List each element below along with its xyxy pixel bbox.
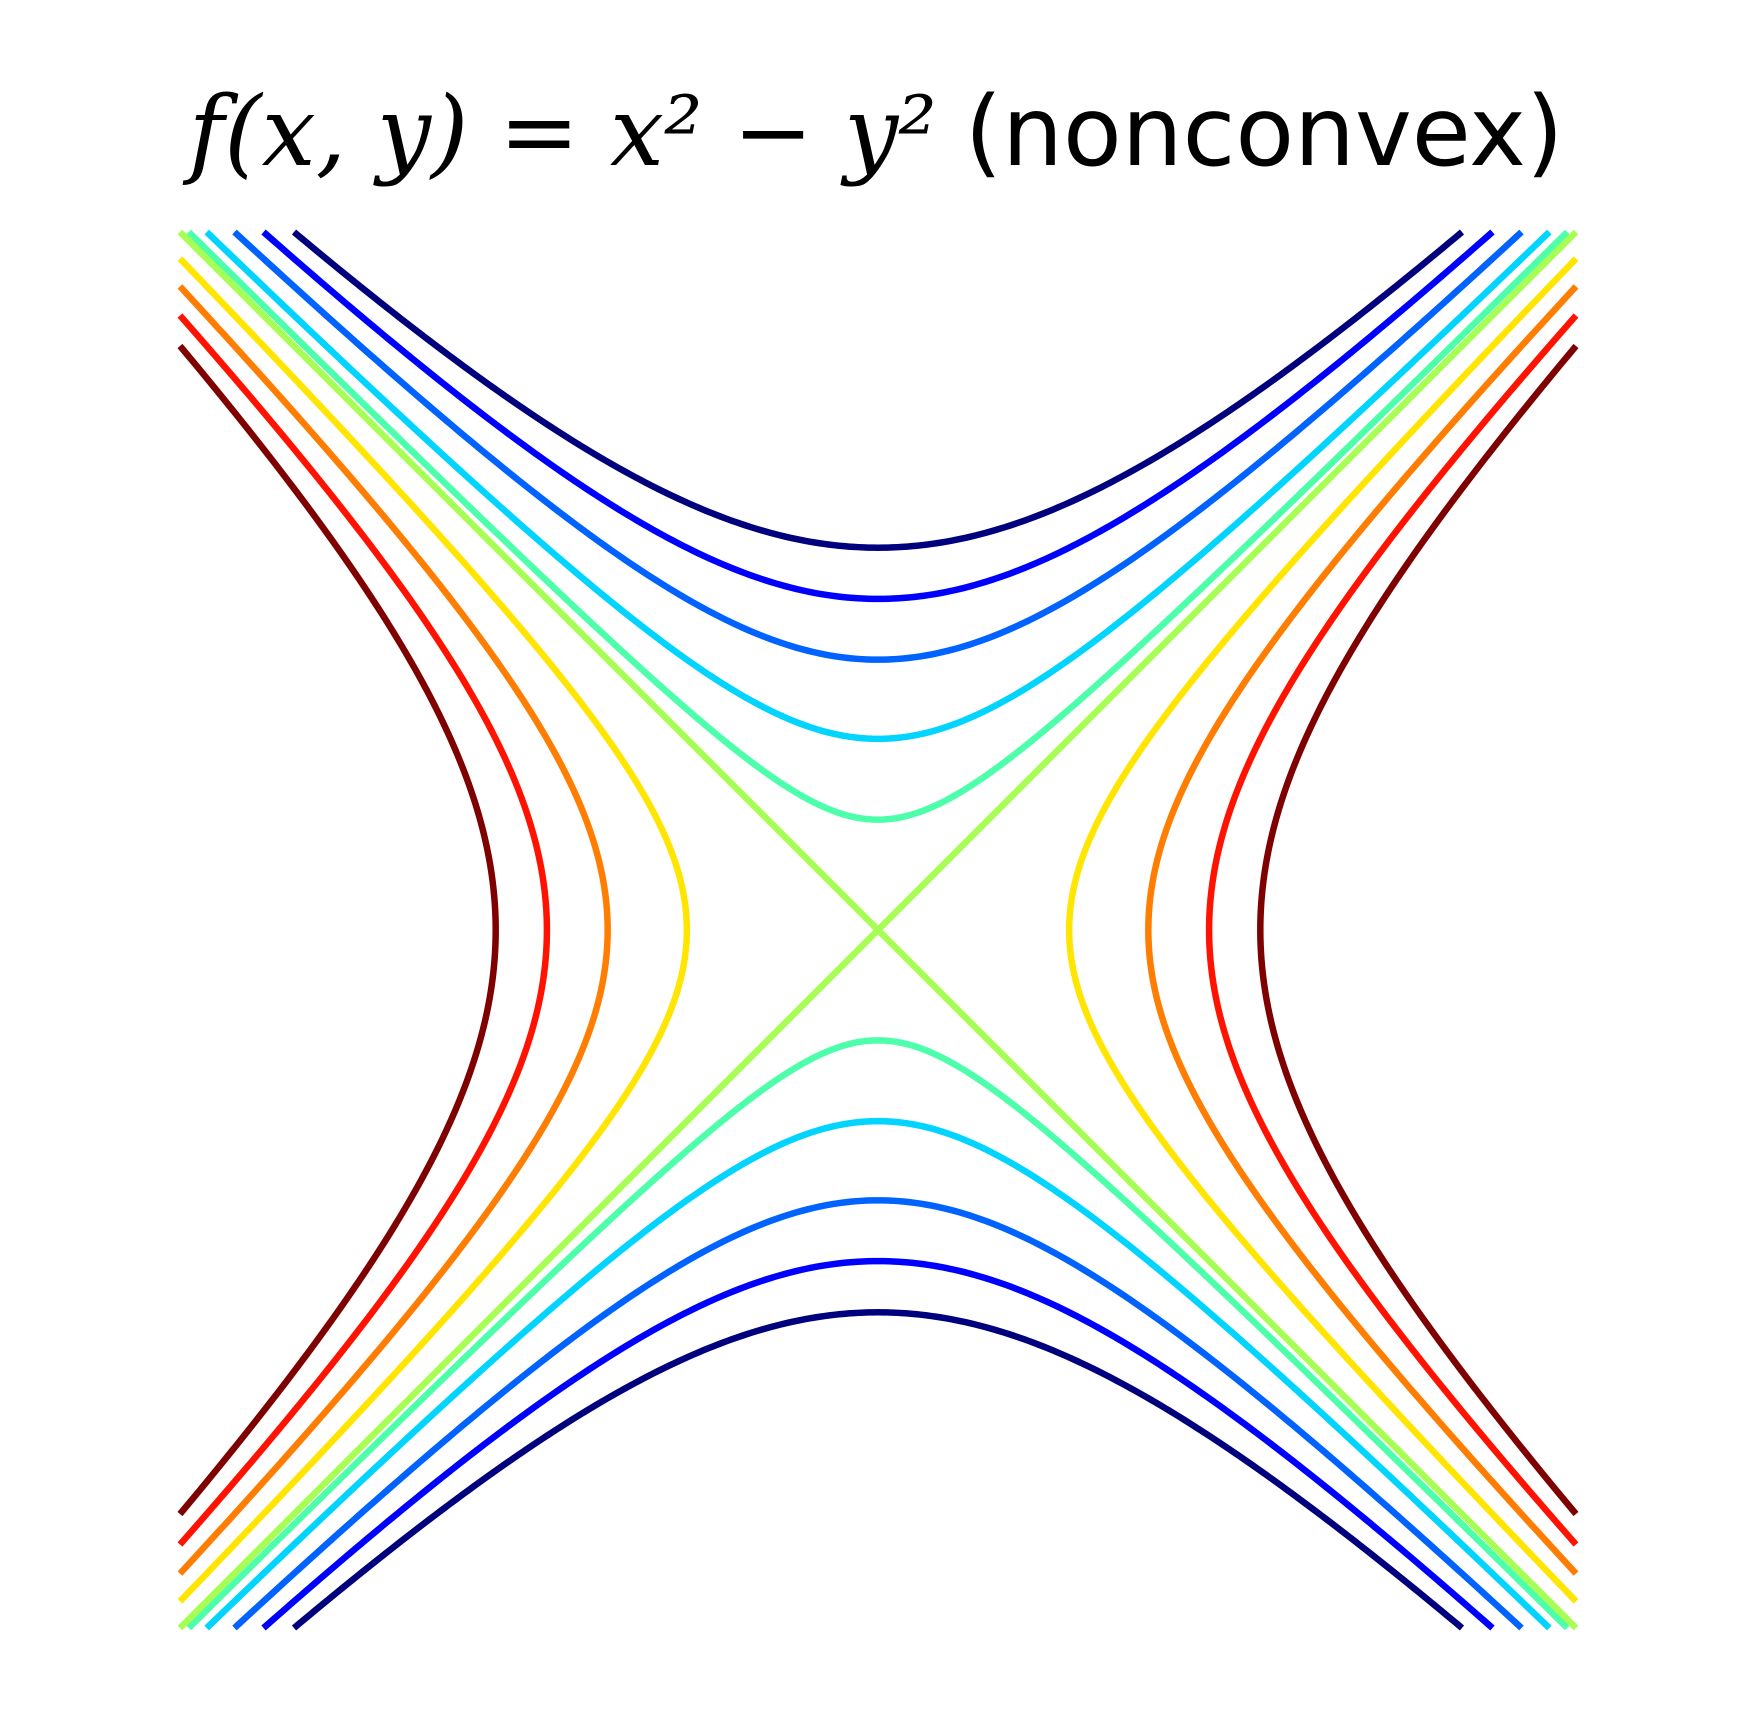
contour-line-level-3-lower — [204, 1117, 1552, 1631]
contour-line-level-4-lower — [186, 1037, 1570, 1631]
contour-line-level-7-right — [1145, 284, 1579, 1576]
contour-line-level-8-right — [1205, 313, 1579, 1547]
contour-line-level-6-left — [177, 256, 691, 1604]
contour-line-level-1-lower — [261, 1257, 1495, 1631]
contour-line-level-6-right — [1065, 256, 1579, 1604]
contour-line-level-8-left — [177, 313, 551, 1547]
chart-title-math: f(x, y) = x² − y² — [183, 76, 937, 188]
contour-line-level-0-upper — [291, 229, 1465, 551]
plot-area — [177, 229, 1579, 1631]
contour-line-level-0-lower — [291, 1309, 1465, 1631]
contour-line-level-5-diagonal-b — [177, 229, 1579, 1631]
contour-line-level-4-upper — [186, 229, 1570, 823]
chart-title-text: (nonconvex) — [965, 76, 1564, 188]
contour-line-level-3-upper — [204, 229, 1552, 743]
contour-line-level-9-left — [177, 343, 499, 1517]
contour-line-level-7-left — [177, 284, 611, 1576]
contour-line-level-2-lower — [232, 1197, 1524, 1631]
chart-title: f(x, y) = x² − y²(nonconvex) — [183, 76, 1564, 188]
contour-line-level-1-upper — [261, 229, 1495, 603]
contour-line-level-9-right — [1257, 343, 1579, 1517]
contour-line-level-2-upper — [232, 229, 1524, 663]
